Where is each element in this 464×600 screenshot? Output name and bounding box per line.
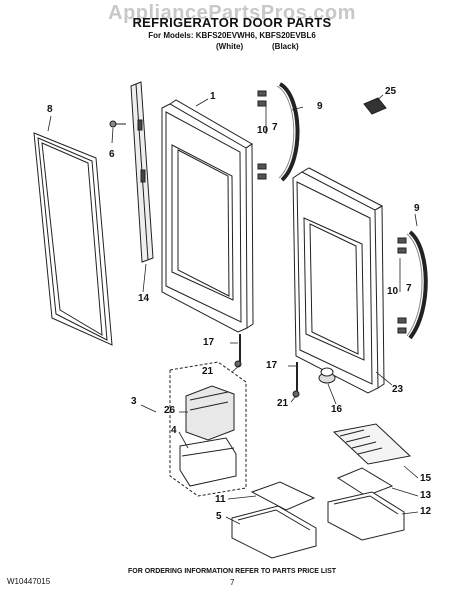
fresh-food-door-part-23 [292, 167, 385, 394]
page-title: REFRIGERATOR DOOR PARTS [132, 15, 332, 30]
callout-17-right: 17 [266, 360, 278, 371]
callout-12: 12 [420, 506, 432, 517]
dispenser-assembly-part-3 [169, 361, 247, 497]
callout-26: 26 [164, 405, 176, 416]
gasket-part-8 [33, 132, 113, 346]
ordering-note: FOR ORDERING INFORMATION REFER TO PARTS … [127, 568, 337, 575]
shelf-lid-part-11 [250, 481, 316, 511]
fasteners-upper [257, 90, 267, 180]
screw-part-6 [109, 120, 126, 128]
callout-9-upper: 9 [317, 101, 323, 112]
callout-9-lower: 9 [414, 203, 420, 214]
callout-5: 5 [216, 511, 222, 522]
doc-number: W10447015 [7, 577, 51, 586]
egg-tray-part-15 [332, 423, 412, 465]
callout-7-upper: 7 [272, 122, 278, 133]
callout-23: 23 [392, 384, 404, 395]
callout-21-right: 21 [277, 398, 289, 409]
callout-17-left: 17 [203, 337, 215, 348]
page-number: 7 [230, 578, 235, 587]
freezer-door-part-1 [161, 99, 254, 333]
handle-part-9-upper [276, 82, 300, 182]
fasteners-lower [397, 237, 407, 334]
callout-10-upper: 10 [257, 125, 269, 136]
variant-black-label: (Black) [272, 42, 299, 51]
variant-white-label: (White) [216, 42, 244, 51]
callout-16: 16 [331, 404, 343, 415]
callout-3: 3 [131, 396, 137, 407]
callout-13: 13 [420, 490, 432, 501]
callout-1: 1 [210, 91, 216, 102]
callout-21-left: 21 [202, 366, 214, 377]
cap-part-16 [318, 367, 336, 384]
callout-10-lower: 10 [387, 286, 399, 297]
hinge-pin-part-17-right [292, 362, 300, 398]
handle-part-9-lower [406, 230, 428, 340]
callout-25: 25 [385, 86, 397, 97]
watermark: AppliancePartsPros.com [108, 2, 356, 24]
cover-part-26 [185, 385, 235, 441]
callout-8: 8 [47, 104, 53, 115]
hinge-pin-part-17-left [234, 334, 242, 368]
models-label: For Models: KBFS20EVWH6, KBFS20EVBL6 [148, 31, 316, 40]
callout-7-lower: 7 [406, 283, 412, 294]
door-bin-part-5 [231, 505, 317, 559]
callout-14: 14 [138, 293, 150, 304]
label-part-25 [363, 97, 387, 115]
callout-15: 15 [420, 473, 432, 484]
hinge-strip-part-14 [130, 81, 154, 263]
door-bin-part-12 [327, 491, 405, 541]
callout-11: 11 [215, 494, 226, 505]
callout-6: 6 [109, 149, 115, 160]
shelf-lid-part-13 [336, 467, 394, 497]
callout-4: 4 [171, 425, 177, 436]
leader-lines [47, 94, 419, 525]
bin-part-4 [179, 437, 237, 487]
